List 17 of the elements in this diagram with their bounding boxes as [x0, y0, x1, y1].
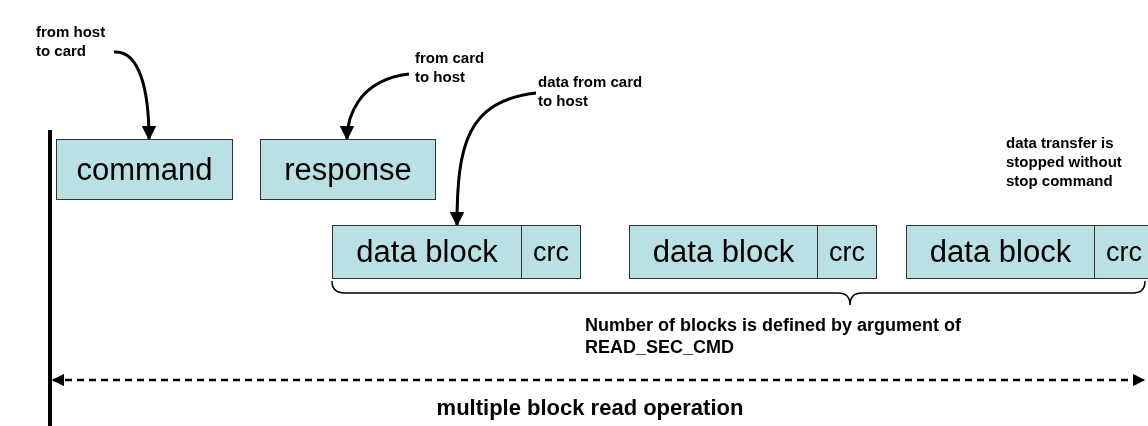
- packet-box: crc: [1094, 225, 1148, 279]
- annotation-text: data from card to host: [538, 72, 658, 114]
- curved-arrow: [340, 72, 410, 141]
- packet-box: crc: [521, 225, 581, 279]
- annotation-text: data transfer is stopped without stop command: [1006, 133, 1123, 190]
- annotation-text: from card to host: [415, 48, 495, 128]
- annotation-text: Number of blocks is defined by argument of READ_SEC_CMD: [585, 314, 963, 358]
- annotation-text: from host to card: [36, 22, 116, 84]
- curved-arrow: [449, 91, 537, 227]
- packet-box: crc: [817, 225, 877, 279]
- annotation-text: multiple block read operation: [435, 395, 745, 421]
- packet-box: response: [260, 139, 436, 200]
- curved-arrow: [113, 50, 157, 141]
- packet-box: data block: [629, 225, 818, 279]
- packet-box: command: [56, 139, 233, 200]
- packet-box: data block: [906, 225, 1095, 279]
- packet-box: data block: [332, 225, 522, 279]
